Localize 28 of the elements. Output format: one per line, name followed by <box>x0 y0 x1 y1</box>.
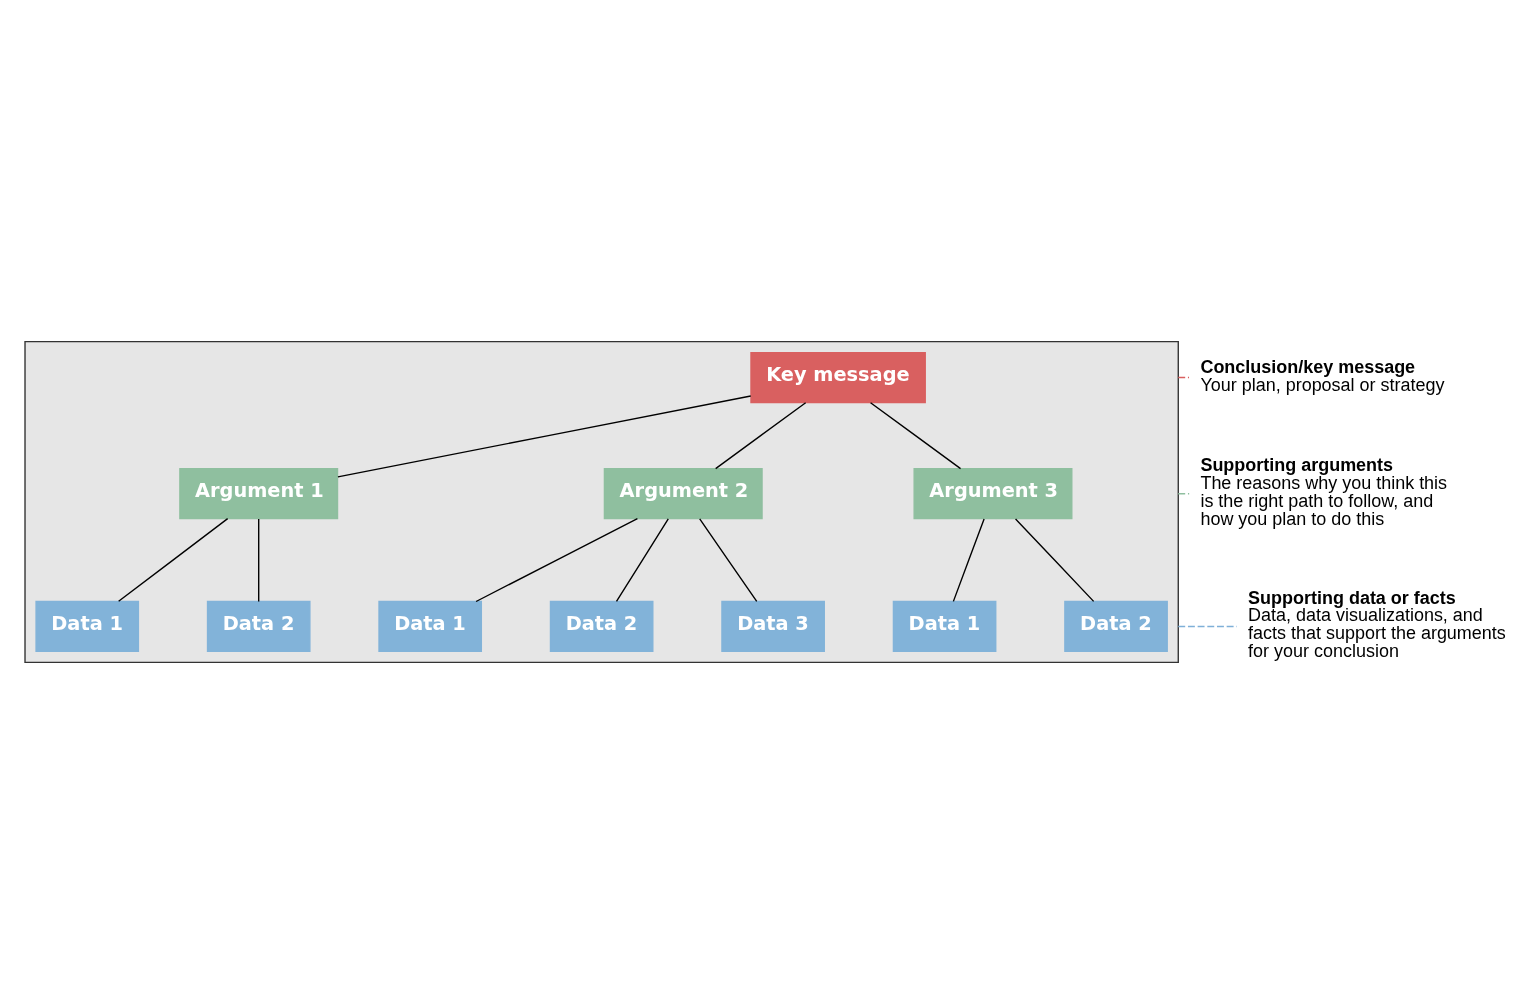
connector <box>475 517 639 603</box>
connector <box>1014 518 1095 603</box>
node-box: Argument 2 <box>603 468 763 520</box>
node-box: Argument 3 <box>913 468 1073 520</box>
connector <box>117 517 229 602</box>
connector <box>1177 493 1190 495</box>
node-text: Supporting data or facts Data, data visualizations, and facts that support the arguments for your conclusion <box>1248 587 1506 662</box>
node-box: Data 2 <box>549 600 654 653</box>
connector <box>1177 376 1190 379</box>
cluster <box>24 340 1179 664</box>
connector <box>952 518 985 603</box>
connector <box>615 518 669 603</box>
node-box: Data 2 <box>206 600 311 653</box>
node-box: Data 1 <box>892 600 997 653</box>
connector <box>714 402 807 470</box>
node-box: Data 2 <box>1064 600 1168 653</box>
node-box: Key message <box>750 351 926 404</box>
node-box: Data 1 <box>378 600 483 653</box>
connector <box>258 518 260 603</box>
connector <box>337 395 752 478</box>
node-box: Data 1 <box>35 600 140 653</box>
node-box: Argument 1 <box>179 468 339 520</box>
connector <box>869 402 962 470</box>
node-box: Data 3 <box>721 600 825 653</box>
node-text: Supporting arguments The reasons why you think this is the right path to follow, and how you plan to do this <box>1200 454 1448 529</box>
connector <box>699 518 758 603</box>
node-text: Conclusion/key message Your plan, proposal or strategy <box>1200 356 1445 395</box>
connector <box>1177 625 1238 628</box>
